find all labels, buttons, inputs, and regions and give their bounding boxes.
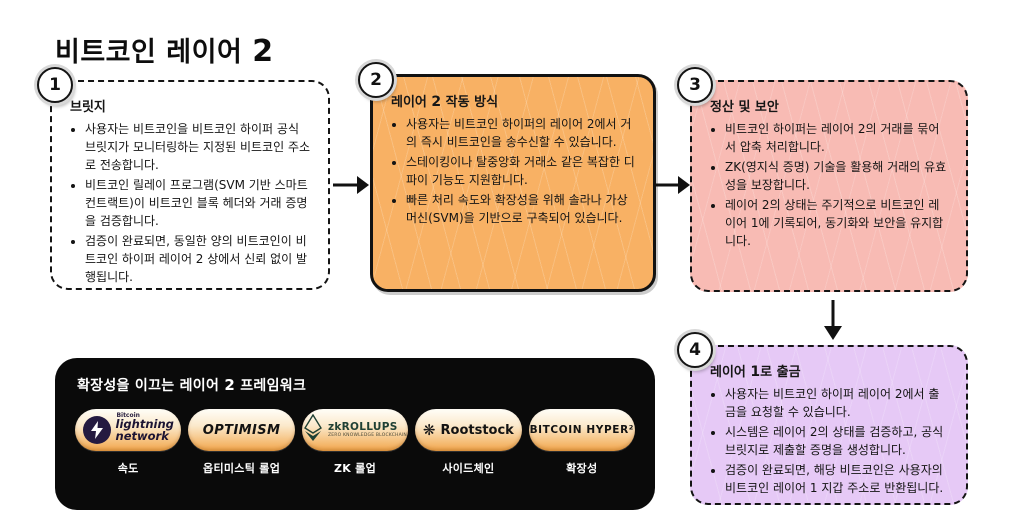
bullet: 사용자는 비트코인 하이퍼 레이어 2에서 출금을 요청할 수 있습니다. — [725, 385, 950, 421]
step-number-badge-4: 4 — [677, 332, 713, 368]
page-title: 비트코인 레이어 2 — [55, 30, 273, 69]
lightning-network-wordmark: lightning network — [115, 416, 174, 443]
lightning-network-logo: Bitcoin lightning network — [75, 409, 182, 451]
step-number-badge-3: 3 — [677, 67, 713, 103]
zk-rollups-logo: zkROLLUPS ZERO KNOWLEDGE BLOCKCHAIN — [301, 409, 409, 451]
framework-pill-row: Bitcoin lightning network 속도 OPTIMISM 옵티… — [75, 409, 635, 476]
bullet: 비트코인 하이퍼는 레이어 2의 거래를 묶어서 압축 처리합니다. — [725, 120, 950, 156]
arrow-right-icon — [652, 172, 692, 198]
bullet: 검증이 완료되면, 해당 비트코인은 사용자의 비트코인 레이어 1 지갑 주소… — [725, 461, 950, 497]
bullet: 레이어 2의 상태는 주기적으로 비트코인 레이어 1에 기록되어, 동기화와 … — [725, 196, 950, 250]
step-bullets-1: 사용자는 비트코인을 비트코인 하이퍼 공식 브릿지가 모니터링하는 지정된 비… — [68, 120, 312, 286]
zk-rollups-subtitle: ZERO KNOWLEDGE BLOCKCHAIN — [327, 433, 407, 438]
step-heading-4: 레이어 1로 출금 — [710, 364, 801, 380]
step-box-bridge: 1 브릿지 사용자는 비트코인을 비트코인 하이퍼 공식 브릿지가 모니터링하는… — [37, 67, 330, 290]
banner-title: 확장성을 이끄는 레이어 2 프레임워크 — [77, 376, 307, 394]
step-number-badge-1: 1 — [37, 67, 73, 103]
optimism-logo: OPTIMISM — [188, 409, 295, 451]
framework-label-speed: 속도 — [117, 462, 139, 475]
ethereum-diamond-icon — [303, 413, 323, 446]
framework-bitcoin-hyper: BITCOIN HYPER² 확장성 — [528, 409, 635, 476]
page-title-text: 비트코인 레이어 — [55, 37, 253, 69]
step-box-layer2-operation: 2 레이어 2 작동 방식 사용자는 비트코인 하이퍼의 레이어 2에서 거의 … — [358, 62, 656, 292]
step-bullets-2: 사용자는 비트코인 하이퍼의 레이어 2에서 거의 즉시 비트코인을 송수신할 … — [389, 115, 637, 227]
arrow-down-icon — [820, 298, 846, 342]
bitcoin-wordmark: Bitcoin — [116, 412, 140, 419]
framework-label-zk-rollup: ZK 롤업 — [333, 462, 377, 475]
step-heading-3: 정산 및 보안 — [710, 100, 779, 115]
framework-optimism: OPTIMISM 옵티미스틱 롤업 — [188, 409, 295, 476]
bitcoin-hyper-wordmark: BITCOIN HYPER² — [529, 424, 634, 436]
framework-label-sidechain: 사이드체인 — [442, 462, 495, 475]
bullet: 사용자는 비트코인을 비트코인 하이퍼 공식 브릿지가 모니터링하는 지정된 비… — [85, 120, 312, 174]
step-box-settlement-security: 3 정산 및 보안 비트코인 하이퍼는 레이어 2의 거래를 묶어서 압축 처리… — [677, 67, 968, 292]
framework-lightning-network: Bitcoin lightning network 속도 — [75, 409, 182, 476]
framework-label-scalability: 확장성 — [566, 462, 598, 475]
bullet: 빠른 처리 속도와 확장성을 위해 솔라나 가상머신(SVM)을 기반으로 구축… — [406, 191, 637, 227]
bullet: 사용자는 비트코인 하이퍼의 레이어 2에서 거의 즉시 비트코인을 송수신할 … — [406, 115, 637, 151]
zk-rollups-wordmark: zkROLLUPS — [327, 420, 398, 433]
step-heading-2: 레이어 2 작동 방식 — [391, 94, 499, 110]
step-bullets-3: 비트코인 하이퍼는 레이어 2의 거래를 묶어서 압축 처리합니다. ZK(영지… — [708, 120, 950, 250]
lightning-bolt-icon — [82, 416, 111, 444]
bullet: 비트코인 릴레이 프로그램(SVM 기반 스마트 컨트랙트)이 비트코인 블록 … — [85, 176, 312, 230]
page-title-number: 2 — [252, 34, 274, 70]
framework-label-optimistic-rollup: 옵티미스틱 롤업 — [203, 462, 281, 475]
step-heading-1: 브릿지 — [70, 100, 106, 115]
optimism-wordmark: OPTIMISM — [202, 422, 281, 438]
bullet: 스테이킹이나 탈중앙화 거래소 같은 복잡한 디파이 기능도 지원합니다. — [406, 153, 637, 189]
framework-rootstock: ❋ Rootstock 사이드체인 — [415, 409, 522, 476]
rootstock-wordmark: Rootstock — [440, 422, 514, 438]
step-box-withdraw-layer1: 4 레이어 1로 출금 사용자는 비트코인 하이퍼 레이어 2에서 출금을 요청… — [677, 332, 968, 505]
bullet: ZK(영지식 증명) 기술을 활용해 거래의 유효성을 보장합니다. — [725, 158, 950, 194]
bitcoin-hyper-logo: BITCOIN HYPER² — [528, 409, 635, 451]
frameworks-banner: 확장성을 이끄는 레이어 2 프레임워크 Bitcoin lightning n… — [55, 358, 655, 510]
framework-zk-rollups: zkROLLUPS ZERO KNOWLEDGE BLOCKCHAIN ZK 롤… — [301, 409, 409, 476]
rootstock-flower-icon: ❋ — [422, 420, 436, 439]
step-bullets-4: 사용자는 비트코인 하이퍼 레이어 2에서 출금을 요청할 수 있습니다. 시스… — [708, 385, 950, 497]
rootstock-logo: ❋ Rootstock — [415, 409, 522, 451]
step-number-badge-2: 2 — [358, 62, 394, 98]
bullet: 검증이 완료되면, 동일한 양의 비트코인이 비트코인 하이퍼 레이어 2 상에… — [85, 232, 312, 286]
bullet: 시스템은 레이어 2의 상태를 검증하고, 공식 브릿지로 제출할 증명을 생성… — [725, 423, 950, 459]
arrow-right-icon — [331, 172, 371, 198]
